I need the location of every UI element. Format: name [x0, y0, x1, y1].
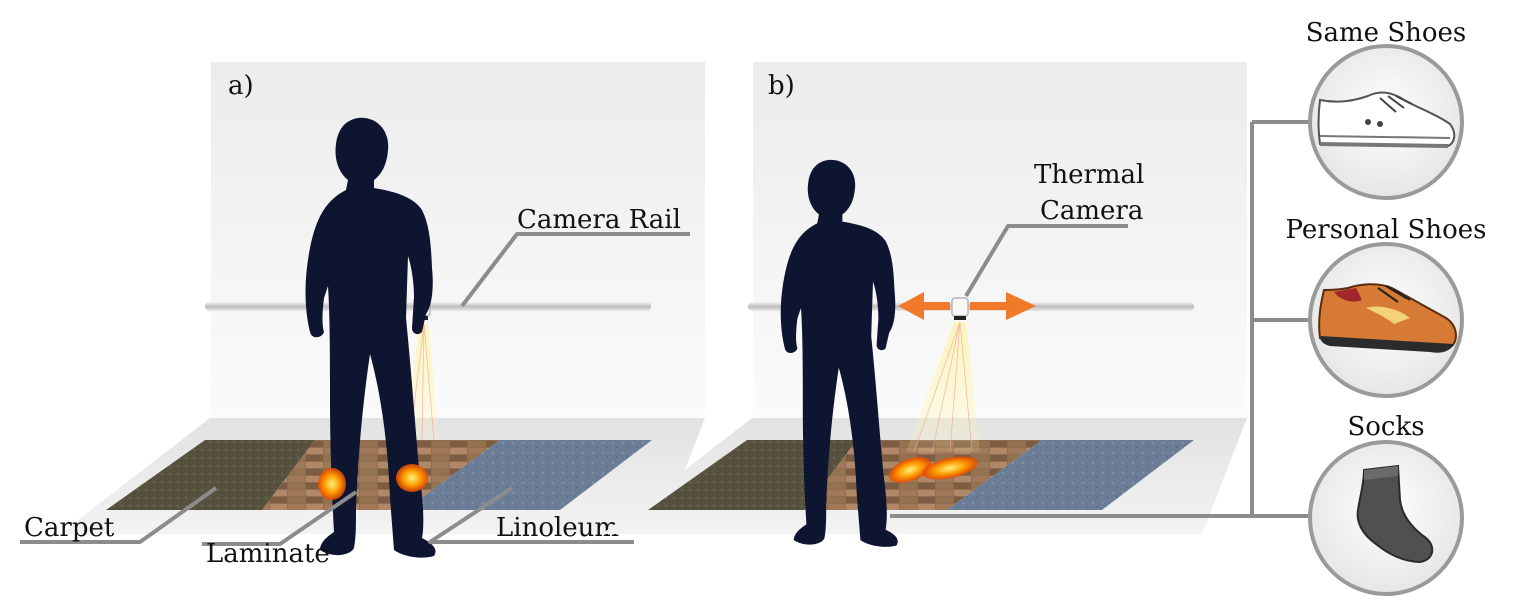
carpet-label: Carpet: [24, 513, 115, 543]
laminate-label: Laminate: [206, 539, 330, 569]
sock-icon: [1356, 464, 1434, 564]
leather-shoe-icon: [1318, 283, 1457, 353]
footwear-bracket: [890, 120, 1310, 518]
panel-b-camera-beam-lines: [913, 321, 973, 453]
panel-a-carpet-patch: [106, 440, 315, 510]
panel-b: b) Thermal Camera: [602, 62, 1247, 547]
linoleum-leader: [428, 486, 634, 544]
camera-movement-arrow: [898, 292, 1036, 320]
panel-a-label: a): [228, 71, 254, 101]
panel-b-linoleum-patch: [947, 440, 1194, 510]
carpet-leader: [20, 486, 218, 544]
panel-b-label: b): [768, 71, 795, 101]
camera-rail-label: Camera Rail: [517, 205, 681, 235]
footwear-option-personal-shoes: Personal Shoes: [1286, 215, 1487, 398]
socks-label: Socks: [1347, 412, 1424, 442]
panel-b-heat-footprint-left: [888, 457, 932, 483]
panel-a-heat-footprint-left: [318, 468, 346, 500]
footwear-option-socks: Socks: [1308, 412, 1464, 596]
panel-a-heat-footprint-right: [396, 464, 428, 492]
panel-a-wall: [211, 62, 705, 418]
camera-rail-leader: [460, 232, 690, 308]
sneaker-icon: [1317, 91, 1456, 148]
panel-b-thermal-camera: [951, 297, 969, 321]
laminate-leader: [202, 490, 358, 546]
same-shoes-label: Same Shoes: [1306, 18, 1467, 48]
panel-b-camera-beam: [906, 322, 980, 452]
footwear-option-same-shoes: Same Shoes: [1306, 18, 1467, 200]
panel-a: a) Camera Rail Carpet Laminate Linoleum: [20, 62, 705, 569]
panel-b-heat-footprint-right: [922, 456, 978, 480]
thermal-camera-label-line2: Camera: [1040, 196, 1143, 226]
thermal-camera-label-line1: Thermal: [1034, 160, 1144, 190]
linoleum-label: Linoleum: [496, 513, 619, 543]
thermal-camera-leader: [964, 224, 1128, 298]
panel-a-linoleum-patch: [405, 440, 652, 510]
personal-shoes-label: Personal Shoes: [1286, 215, 1487, 245]
